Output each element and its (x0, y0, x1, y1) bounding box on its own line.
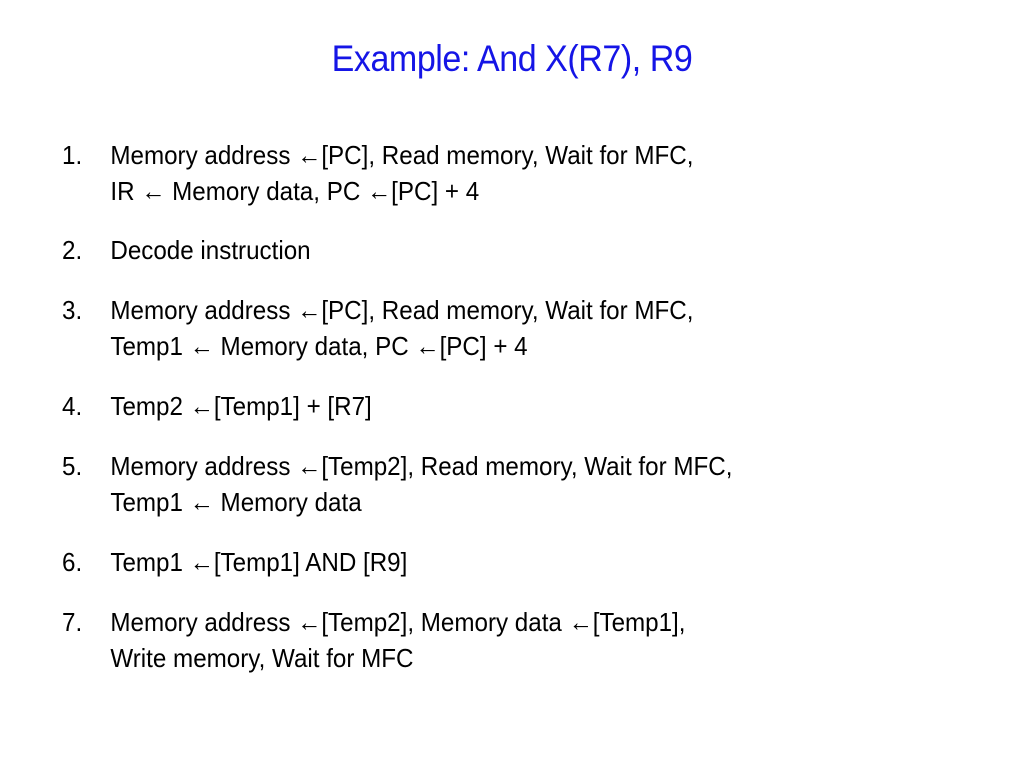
step-number: 5. (62, 451, 83, 481)
step-line: Memory address ←[PC], Read memory, Wait … (110, 140, 694, 170)
step-number: 6. (62, 547, 83, 577)
step-line: Temp1 ← Memory data (110, 487, 362, 517)
step-line: Temp1 ←[Temp1] AND [R9] (110, 547, 408, 577)
slide-title: Example: And X(R7), R9 (331, 38, 693, 79)
step-line: Write memory, Wait for MFC (110, 643, 414, 673)
step-line: Temp2 ←[Temp1] + [R7] (110, 391, 372, 421)
step-line: Memory address ←[Temp2], Memory data ←[T… (110, 607, 686, 637)
step-number: 7. (62, 607, 83, 637)
step-number: 1. (62, 140, 83, 170)
step-line: Decode instruction (110, 235, 311, 265)
step-number: 3. (62, 295, 83, 325)
step-line: Memory address ←[Temp2], Read memory, Wa… (110, 451, 733, 481)
step-line: IR ← Memory data, PC ←[PC] + 4 (110, 176, 480, 206)
step-number: 4. (62, 391, 83, 421)
step-line: Memory address ←[PC], Read memory, Wait … (110, 295, 694, 325)
step-number: 2. (62, 235, 83, 265)
step-line: Temp1 ← Memory data, PC ←[PC] + 4 (110, 331, 528, 361)
